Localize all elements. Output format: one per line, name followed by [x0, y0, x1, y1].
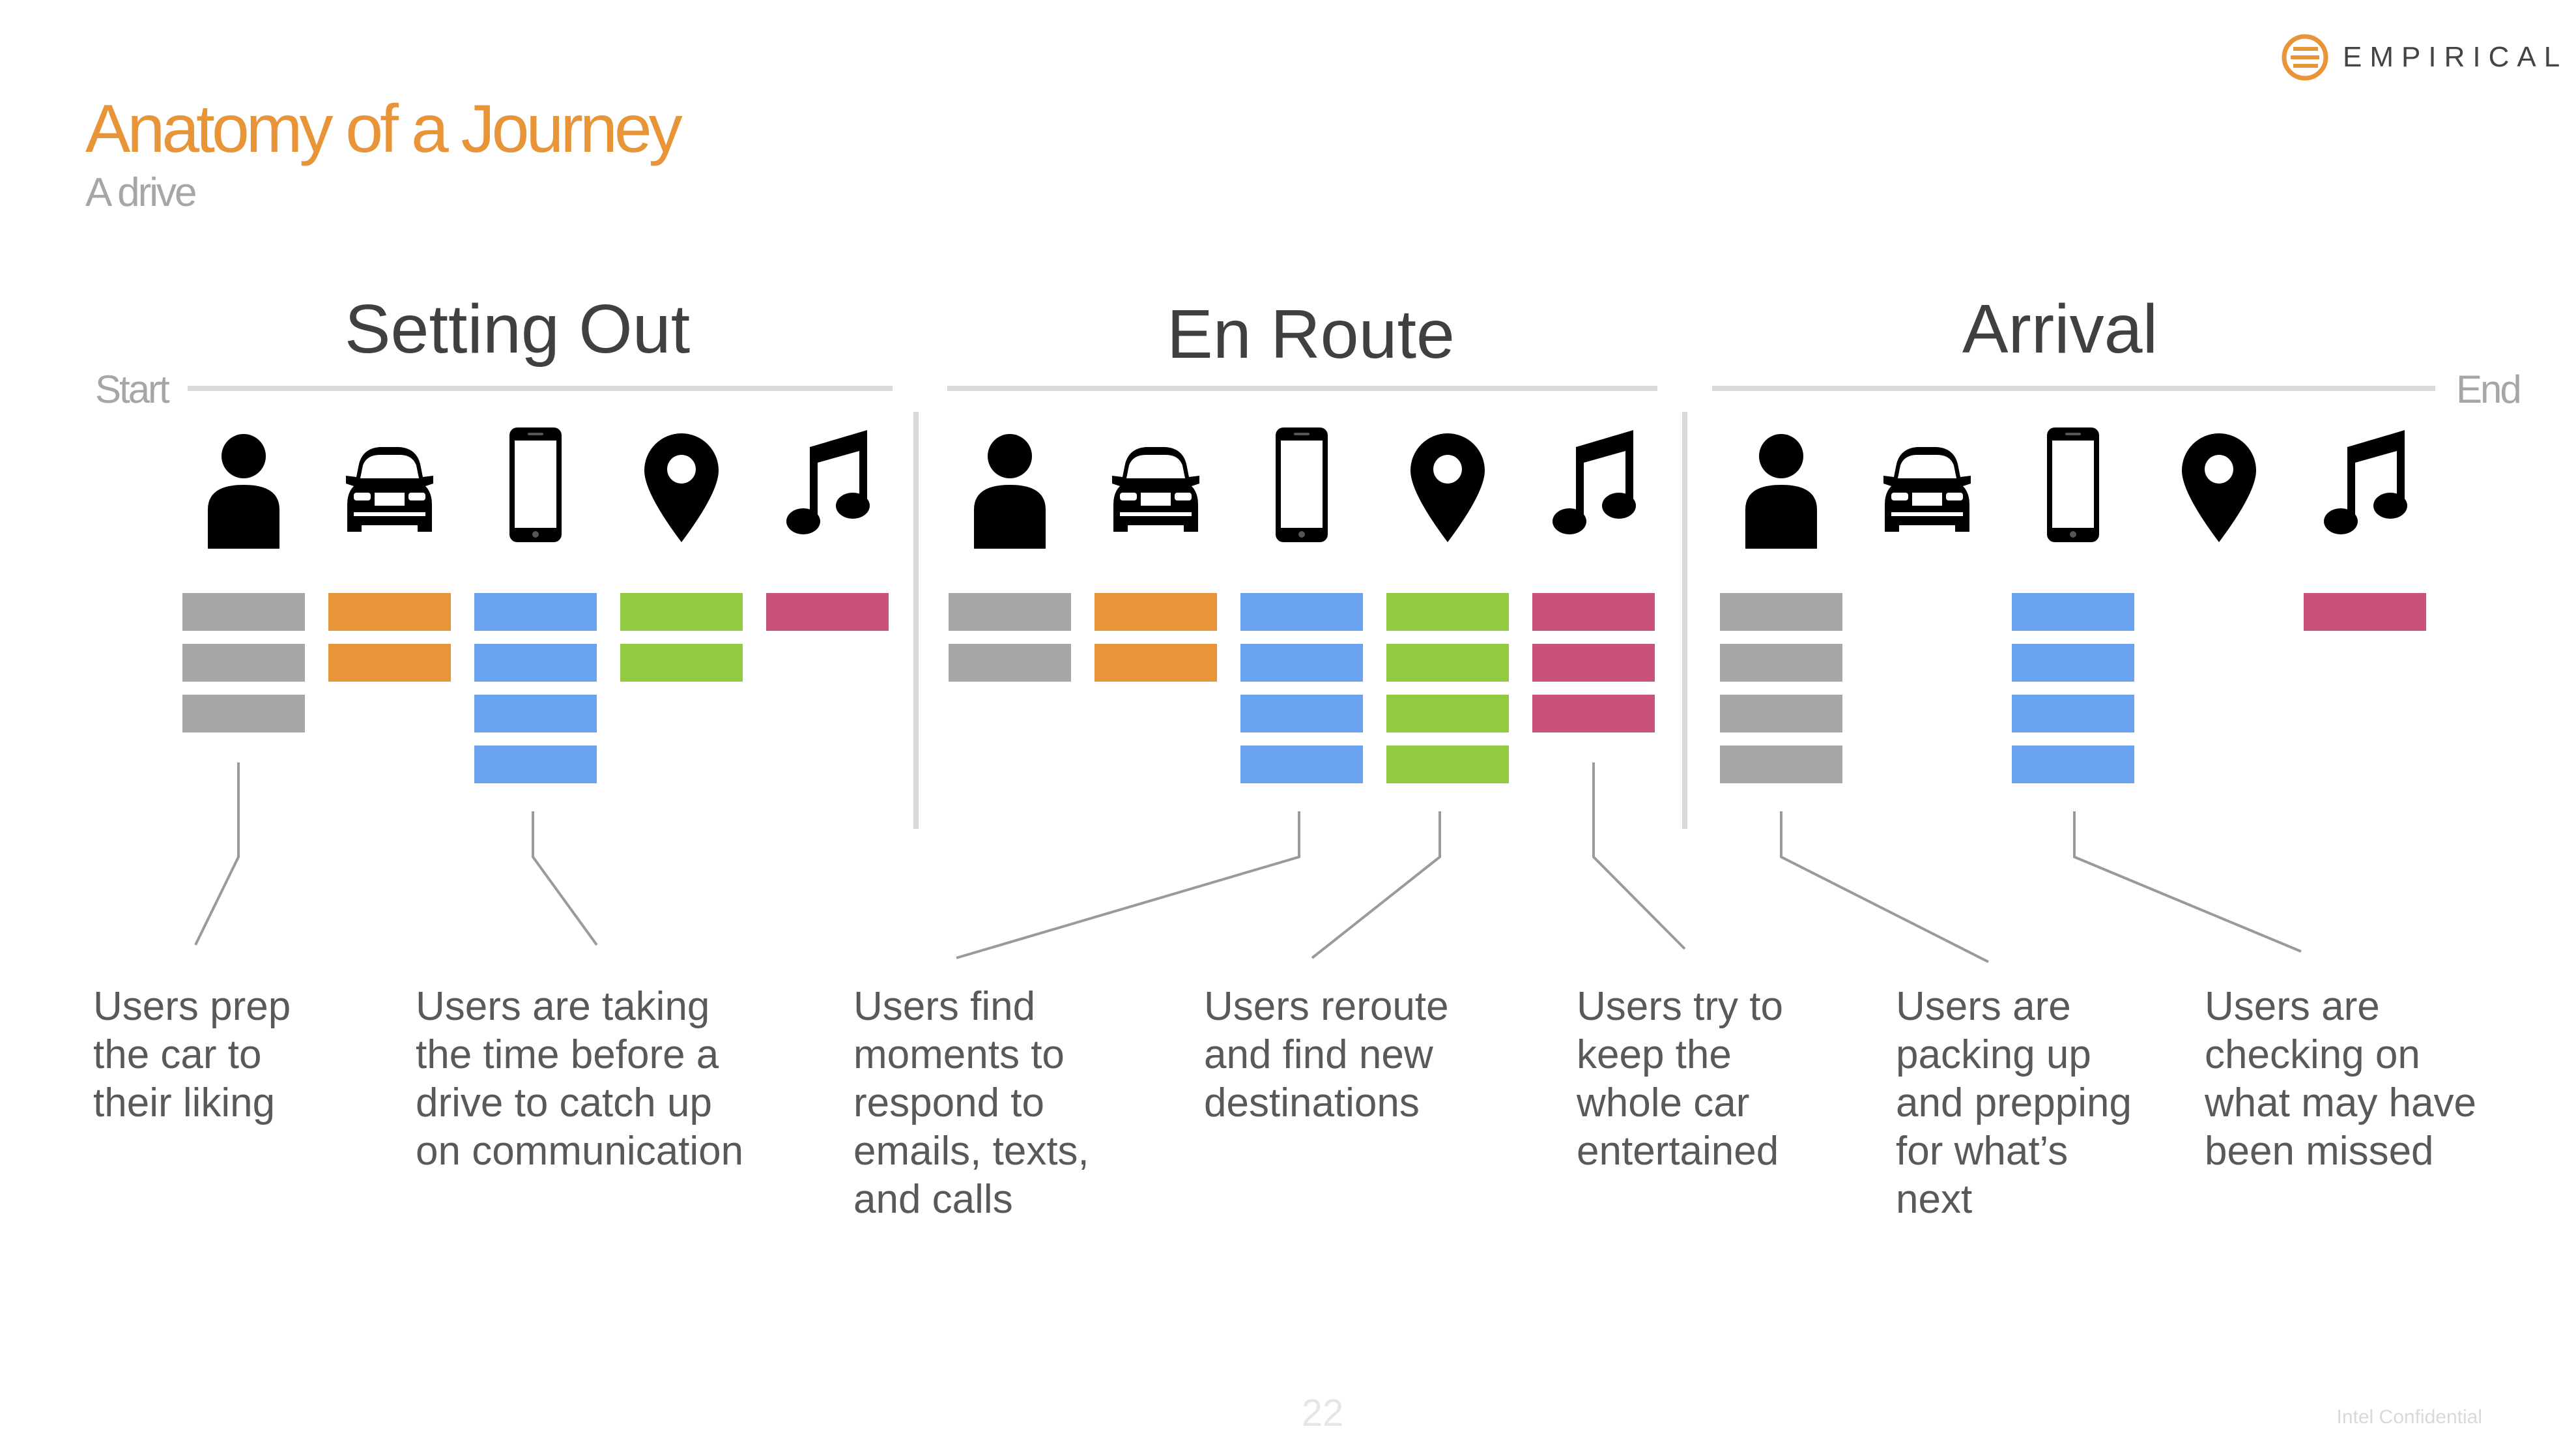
activity-bar [2012, 644, 2134, 682]
phase-separator [913, 412, 919, 829]
activity-bar [328, 644, 451, 682]
phase-title-en-route: En Route [1167, 296, 1455, 373]
activity-bar [1240, 746, 1363, 783]
activity-bar [1240, 644, 1363, 682]
activity-bar [1095, 644, 1217, 682]
location-pin-icon [1399, 425, 1496, 549]
activity-bar [949, 593, 1071, 631]
activity-bar [1720, 695, 1842, 732]
activity-bar [474, 593, 597, 631]
person-icon [195, 425, 293, 549]
phone-icon [487, 425, 584, 549]
logo-text: EMPIRICAL [2343, 41, 2568, 73]
car-icon [341, 425, 438, 549]
logo-mark-icon [2282, 34, 2328, 81]
slide-title: Anatomy of a Journey [85, 91, 683, 167]
connector-line [956, 811, 1300, 959]
connector-line [1780, 811, 1989, 963]
phase-title-setting-out: Setting Out [344, 291, 691, 368]
activity-bar [766, 593, 889, 631]
activity-bar [474, 695, 597, 732]
location-pin-icon [2170, 425, 2268, 549]
activity-bar [1532, 644, 1655, 682]
activity-bar [182, 695, 305, 732]
car-icon [1107, 425, 1205, 549]
activity-bar [1386, 644, 1509, 682]
music-note-icon [2316, 425, 2414, 549]
company-logo: EMPIRICAL [2280, 31, 2560, 83]
activity-bar [474, 644, 597, 682]
activity-bar [1386, 746, 1509, 783]
activity-bar [1240, 695, 1363, 732]
connector-line [532, 811, 598, 946]
car-icon [1878, 425, 1976, 549]
confidential-label: Intel Confidential [2336, 1406, 2482, 1428]
slide-subtitle: A drive [85, 170, 197, 215]
phone-icon [2024, 425, 2122, 549]
activity-bar [182, 644, 305, 682]
connector-line [194, 762, 240, 946]
connector-line [2073, 811, 2302, 953]
activity-bar [1386, 695, 1509, 732]
phase-line-en-route [947, 386, 1657, 391]
activity-bar [620, 593, 743, 631]
phase-title-arrival: Arrival [1962, 291, 2158, 368]
phase-separator [1682, 412, 1687, 829]
activity-bar [620, 644, 743, 682]
activity-bar [2304, 593, 2426, 631]
page-number: 22 [1301, 1392, 1344, 1434]
activity-bar [1720, 593, 1842, 631]
activity-bar [1386, 593, 1509, 631]
activity-bar [182, 593, 305, 631]
activity-bar [2012, 695, 2134, 732]
music-note-icon [779, 425, 876, 549]
connector-line [1592, 762, 1686, 950]
activity-bar [1095, 593, 1217, 631]
phase-line-arrival [1712, 386, 2435, 391]
start-label: Start [95, 368, 170, 411]
activity-bar [2012, 746, 2134, 783]
activity-bar [328, 593, 451, 631]
activity-bar [2012, 593, 2134, 631]
activity-bar [1532, 695, 1655, 732]
activity-bar [1240, 593, 1363, 631]
end-label: End [2456, 368, 2522, 411]
music-note-icon [1545, 425, 1642, 549]
activity-bar [1532, 593, 1655, 631]
person-icon [961, 425, 1059, 549]
person-icon [1732, 425, 1830, 549]
activity-bar [474, 746, 597, 783]
connector-line [1311, 811, 1441, 959]
activity-bar [1720, 746, 1842, 783]
activity-bar [949, 644, 1071, 682]
location-pin-icon [633, 425, 730, 549]
phase-line-setting-out [188, 386, 893, 391]
phone-icon [1253, 425, 1351, 549]
activity-bar [1720, 644, 1842, 682]
